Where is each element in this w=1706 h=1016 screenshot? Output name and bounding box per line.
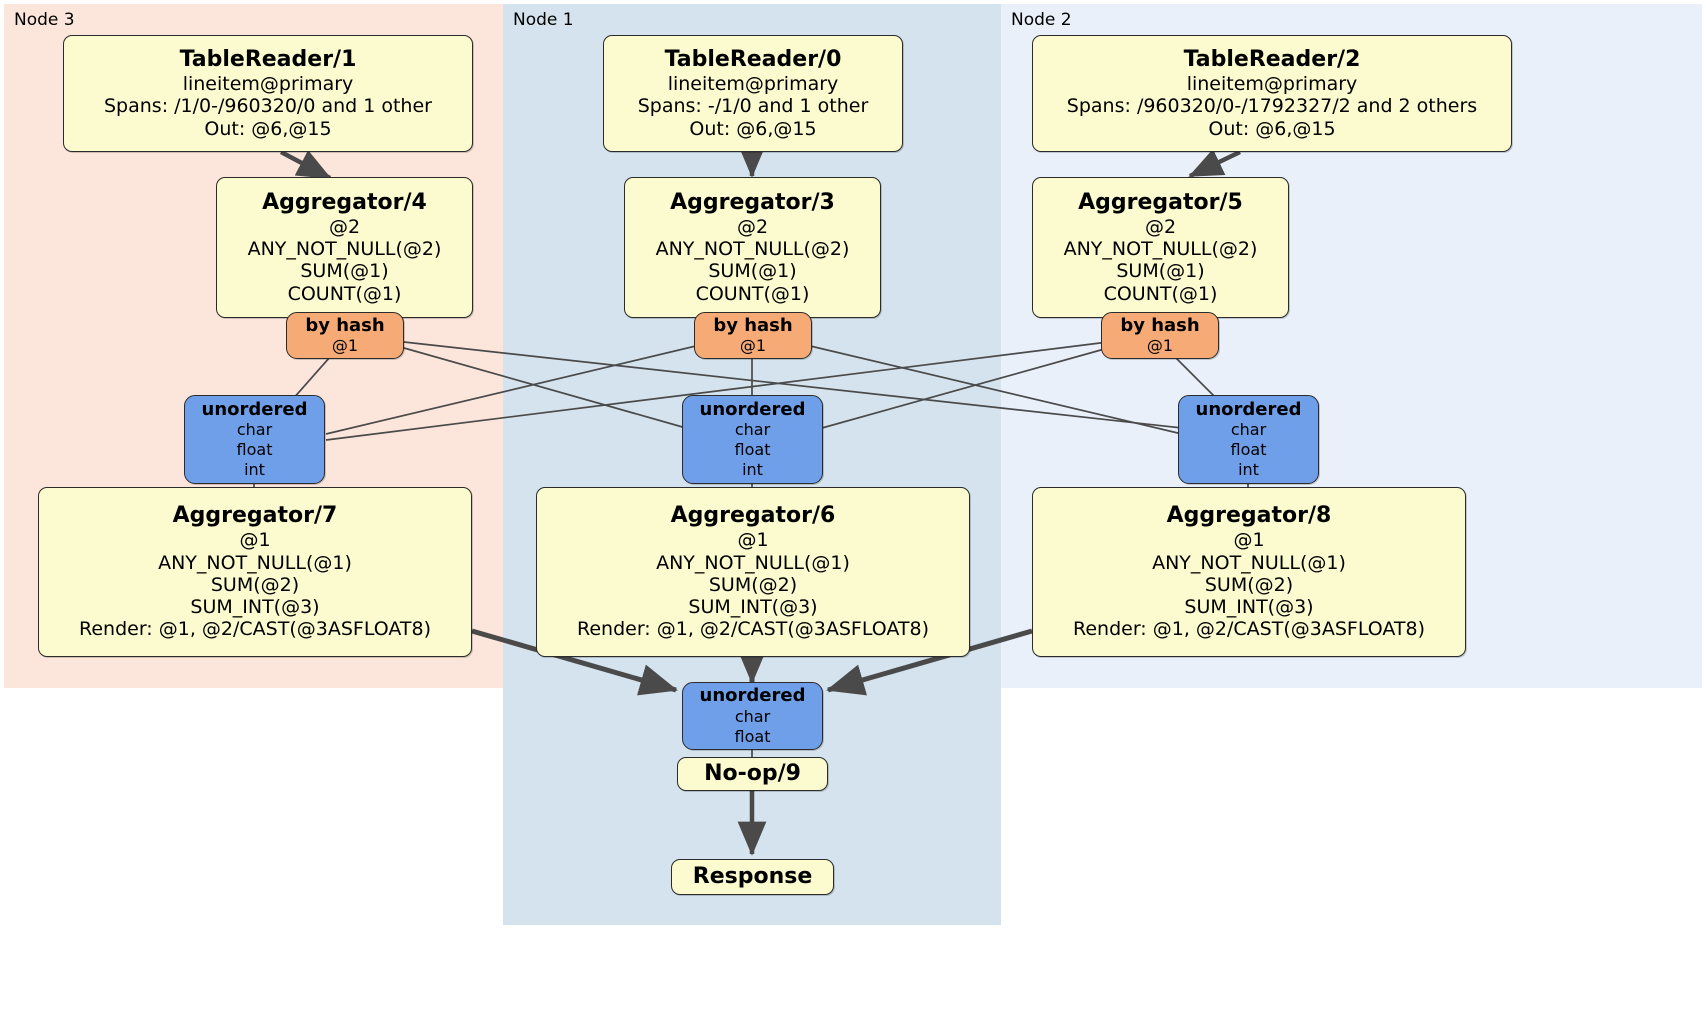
processor-line: SUM(@1) (300, 260, 389, 283)
processor-line: ANY_NOT_NULL(@1) (656, 551, 850, 574)
processor-line: COUNT(@1) (1103, 282, 1218, 305)
node-panel-label-node2: Node 2 (1011, 10, 1072, 30)
synchronizer-line: float (236, 440, 273, 460)
processor-line: ANY_NOT_NULL(@2) (247, 238, 442, 261)
node-panel-label-node1: Node 1 (513, 10, 574, 30)
processor-line: @2 (328, 216, 361, 239)
router-by-hash-mid[interactable]: by hash @1 (694, 312, 812, 359)
processor-aggregator-3[interactable]: Aggregator/3 @2 ANY_NOT_NULL(@2) SUM(@1)… (624, 177, 881, 318)
processor-line: COUNT(@1) (695, 282, 810, 305)
router-by-hash-right[interactable]: by hash @1 (1101, 312, 1219, 359)
processor-aggregator-5[interactable]: Aggregator/5 @2 ANY_NOT_NULL(@2) SUM(@1)… (1032, 177, 1289, 318)
processor-table-reader-0[interactable]: TableReader/0 lineitem@primary Spans: -/… (603, 35, 903, 152)
processor-title: TableReader/0 (664, 47, 842, 73)
processor-table-reader-2[interactable]: TableReader/2 lineitem@primary Spans: /9… (1032, 35, 1512, 152)
processor-line: SUM(@2) (708, 573, 798, 596)
node-panel-label-node3: Node 3 (14, 10, 75, 30)
processor-title: Aggregator/3 (670, 190, 835, 216)
synchronizer-unordered-final[interactable]: unordered char float (682, 682, 823, 750)
processor-title: Aggregator/6 (670, 503, 836, 529)
processor-title: Aggregator/4 (262, 190, 427, 216)
processor-title: Response (692, 864, 813, 890)
processor-aggregator-7[interactable]: Aggregator/7 @1 ANY_NOT_NULL(@1) SUM(@2)… (38, 487, 472, 657)
processor-line: Out: @6,@15 (689, 117, 817, 140)
processor-line: Out: @6,@15 (1208, 117, 1336, 140)
router-line: @1 (1146, 335, 1174, 355)
synchronizer-line: float (734, 726, 771, 746)
processor-response[interactable]: Response (671, 859, 834, 895)
processor-line: lineitem@primary (667, 73, 839, 96)
processor-line: Spans: /1/0-/960320/0 and 1 other (104, 95, 432, 118)
processor-line: lineitem@primary (1186, 73, 1358, 96)
synchronizer-line: char (1230, 420, 1267, 440)
processor-title: Aggregator/8 (1166, 503, 1332, 529)
router-title: by hash (1120, 314, 1200, 336)
synchronizer-title: unordered (699, 685, 806, 707)
processor-line: ANY_NOT_NULL(@1) (1152, 551, 1346, 574)
processor-line: SUM(@2) (210, 573, 300, 596)
processor-line: ANY_NOT_NULL(@2) (1063, 238, 1258, 261)
processor-line: lineitem@primary (182, 73, 354, 96)
processor-line: ANY_NOT_NULL(@1) (158, 551, 352, 574)
processor-title: TableReader/1 (179, 47, 357, 73)
processor-line: @2 (1144, 216, 1177, 239)
router-line: @1 (331, 335, 359, 355)
synchronizer-line: float (734, 440, 771, 460)
processor-line: Render: @1, @2/CAST(@3ASFLOAT8) (79, 618, 431, 641)
router-line: @1 (739, 335, 767, 355)
processor-line: @1 (239, 529, 271, 552)
processor-line: SUM_INT(@3) (688, 596, 818, 619)
processor-line: @1 (1233, 529, 1265, 552)
processor-line: @2 (736, 216, 769, 239)
synchronizer-title: unordered (201, 398, 308, 420)
processor-table-reader-1[interactable]: TableReader/1 lineitem@primary Spans: /1… (63, 35, 473, 152)
synchronizer-unordered-mid[interactable]: unordered char float int (682, 395, 823, 484)
processor-title: Aggregator/7 (172, 503, 338, 529)
processor-line: Out: @6,@15 (204, 117, 332, 140)
processor-aggregator-6[interactable]: Aggregator/6 @1 ANY_NOT_NULL(@1) SUM(@2)… (536, 487, 970, 657)
synchronizer-line: float (1230, 440, 1267, 460)
processor-line: COUNT(@1) (287, 282, 402, 305)
router-title: by hash (305, 314, 385, 336)
processor-line: SUM(@1) (1116, 260, 1205, 283)
processor-line: Render: @1, @2/CAST(@3ASFLOAT8) (1073, 618, 1425, 641)
synchronizer-title: unordered (1195, 398, 1302, 420)
synchronizer-line: int (1238, 460, 1259, 480)
router-by-hash-left[interactable]: by hash @1 (286, 312, 404, 359)
synchronizer-line: char (734, 420, 771, 440)
processor-line: SUM(@1) (708, 260, 797, 283)
processor-line: @1 (737, 529, 769, 552)
processor-line: SUM_INT(@3) (190, 596, 320, 619)
synchronizer-unordered-right[interactable]: unordered char float int (1178, 395, 1319, 484)
processor-no-op-9[interactable]: No-op/9 (677, 757, 828, 791)
synchronizer-unordered-left[interactable]: unordered char float int (184, 395, 325, 484)
synchronizer-line: int (742, 460, 763, 480)
processor-line: Spans: /960320/0-/1792327/2 and 2 others (1066, 95, 1478, 118)
processor-title: Aggregator/5 (1078, 190, 1243, 216)
synchronizer-line: int (244, 460, 265, 480)
processor-line: SUM_INT(@3) (1184, 596, 1314, 619)
synchronizer-line: char (236, 420, 273, 440)
processor-line: ANY_NOT_NULL(@2) (655, 238, 850, 261)
router-title: by hash (713, 314, 793, 336)
processor-line: Spans: -/1/0 and 1 other (637, 95, 869, 118)
synchronizer-title: unordered (699, 398, 806, 420)
processor-title: TableReader/2 (1183, 47, 1361, 73)
processor-aggregator-8[interactable]: Aggregator/8 @1 ANY_NOT_NULL(@1) SUM(@2)… (1032, 487, 1466, 657)
processor-aggregator-4[interactable]: Aggregator/4 @2 ANY_NOT_NULL(@2) SUM(@1)… (216, 177, 473, 318)
synchronizer-line: char (734, 706, 771, 726)
processor-title: No-op/9 (704, 761, 801, 787)
processor-line: Render: @1, @2/CAST(@3ASFLOAT8) (577, 618, 929, 641)
processor-line: SUM(@2) (1204, 573, 1294, 596)
